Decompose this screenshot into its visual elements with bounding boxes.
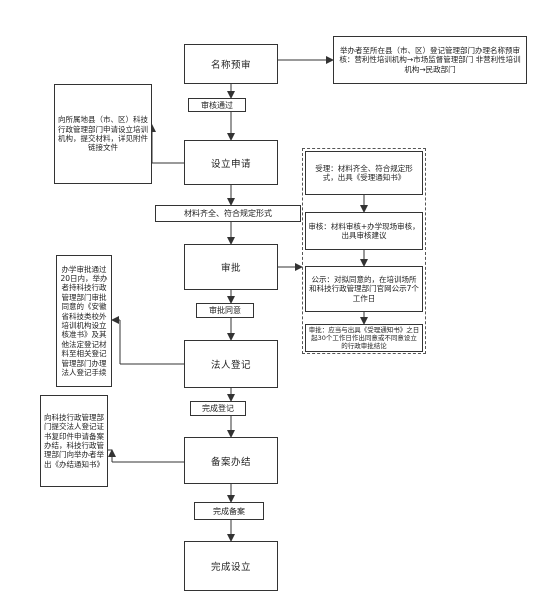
step-filing-label: 备案办结	[210, 456, 251, 468]
step-name-approval-label: 名称预审	[210, 60, 251, 71]
transition-materials-complete-label: 材料齐全、符合规定形式	[184, 209, 272, 218]
note-legal-registration-text: 办学审批通过20日内，举办者持科技行政管理部门审批同意的《安徽省科技类校外培训机…	[60, 264, 108, 378]
transition-materials-complete: 材料齐全、符合规定形式	[155, 205, 301, 222]
note-publicity-text: 公示：对拟同意的，在培训场所和科技行政管理部门官网公示7个工作日	[309, 274, 419, 303]
step-legal-registration: 法人登记	[184, 340, 278, 388]
step-filing: 备案办结	[184, 437, 278, 484]
transition-approval-agreed-label: 审批同意	[209, 306, 241, 315]
note-filing: 向科技行政管理部门提交法人登记证书复印件申请备案办结，科技行政管理部门向举办者举…	[40, 395, 108, 487]
note-name-approval-text: 举办者至所在县（市、区）登记管理部门办理名称预审核：营利性培训机构→市场监督管理…	[339, 45, 521, 74]
transition-filing-complete-label: 完成备案	[213, 506, 245, 516]
note-publicity: 公示：对拟同意的，在培训场所和科技行政管理部门官网公示7个工作日	[305, 266, 423, 312]
note-acceptance-text: 受理：材料齐全、符合规定形式，出具《受理通知书》	[315, 163, 413, 182]
transition-review-passed: 审核通过	[188, 98, 246, 112]
step-complete-setup-label: 完成设立	[210, 562, 251, 573]
step-setup-application: 设立申请	[184, 140, 278, 185]
note-acceptance: 受理：材料齐全、符合规定形式，出具《受理通知书》	[305, 151, 423, 195]
note-filing-text: 向科技行政管理部门提交法人登记证书复印件申请备案办结，科技行政管理部门向举办者举…	[44, 412, 104, 469]
transition-registration-complete: 完成登记	[190, 401, 246, 416]
step-setup-application-label: 设立申请	[210, 158, 251, 170]
transition-filing-complete: 完成备案	[194, 502, 264, 520]
note-setup-application-text: 向所属地县（市、区）科技行政管理部门申请设立培训机构，提交材料，详见附件链接文件	[58, 115, 148, 153]
transition-registration-complete-label: 完成登记	[202, 404, 234, 413]
note-material-review-text: 审核：材料审核+办学现场审核，出具审核建议	[308, 221, 420, 240]
note-material-review: 审核：材料审核+办学现场审核，出具审核建议	[305, 212, 423, 250]
review-process-group	[302, 148, 426, 354]
step-complete-setup: 完成设立	[184, 541, 278, 591]
note-approval-decision-text: 审批：应当与出具《受理通知书》之日起30个工作日作出同意或不同意设立的行政审批结…	[308, 326, 420, 350]
note-legal-registration: 办学审批通过20日内，举办者持科技行政管理部门审批同意的《安徽省科技类校外培训机…	[56, 255, 112, 387]
step-review-label: 审批	[220, 263, 241, 274]
note-setup-application: 向所属地县（市、区）科技行政管理部门申请设立培训机构，提交材料，详见附件链接文件	[54, 84, 152, 184]
step-legal-registration-label: 法人登记	[210, 360, 251, 371]
transition-review-passed-label: 审核通过	[201, 100, 233, 110]
note-approval-decision: 审批：应当与出具《受理通知书》之日起30个工作日作出同意或不同意设立的行政审批结…	[305, 324, 423, 352]
step-name-approval: 名称预审	[184, 44, 278, 84]
transition-approval-agreed: 审批同意	[196, 303, 254, 318]
note-name-approval: 举办者至所在县（市、区）登记管理部门办理名称预审核：营利性培训机构→市场监督管理…	[333, 36, 527, 84]
step-review: 审批	[184, 244, 278, 290]
